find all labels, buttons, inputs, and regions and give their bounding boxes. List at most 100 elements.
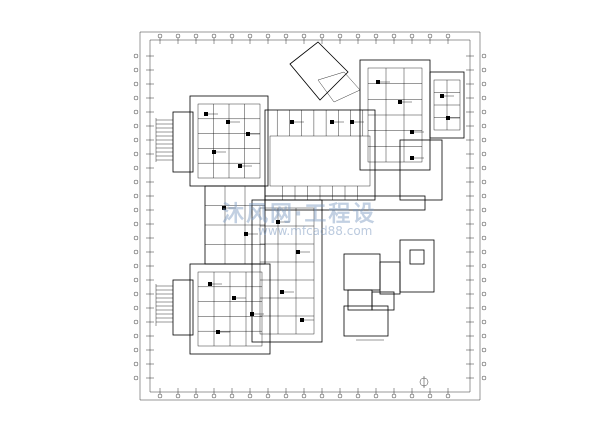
axis-bubble — [133, 165, 139, 171]
axis-bubble — [133, 277, 139, 283]
axis-bubble — [337, 393, 343, 399]
axis-bubble — [481, 109, 487, 115]
axis-bubble — [481, 81, 487, 87]
axis-bubble — [133, 207, 139, 213]
axis-bubble — [373, 393, 379, 399]
axis-bubble — [265, 33, 271, 39]
axis-bubble — [133, 291, 139, 297]
equipment-symbol — [244, 232, 248, 236]
axis-bubble — [133, 249, 139, 255]
equipment-symbol — [410, 130, 414, 134]
axis-bubble — [481, 263, 487, 269]
axis-bubble — [133, 151, 139, 157]
axis-bubble — [247, 33, 253, 39]
equipment-symbol — [276, 220, 280, 224]
north-arrow-icon — [419, 376, 429, 388]
axis-bubble — [133, 235, 139, 241]
equipment-symbol — [350, 120, 354, 124]
axis-bubble — [301, 393, 307, 399]
equipment-symbol — [212, 150, 216, 154]
axis-bubble — [133, 109, 139, 115]
axis-bubble — [319, 33, 325, 39]
axis-bubble — [481, 361, 487, 367]
axis-bubble — [481, 123, 487, 129]
stair-upper — [155, 118, 173, 162]
axis-bubble — [175, 393, 181, 399]
axis-bubble — [481, 249, 487, 255]
axis-bubble — [409, 393, 415, 399]
axis-bubble — [481, 319, 487, 325]
axis-bubble — [481, 137, 487, 143]
axis-bubble — [133, 81, 139, 87]
axis-tick-marks — [133, 33, 487, 399]
axis-bubble — [193, 393, 199, 399]
axis-bubble — [427, 393, 433, 399]
axis-bubble — [283, 393, 289, 399]
axis-bubble — [133, 123, 139, 129]
axis-bubble — [211, 33, 217, 39]
axis-bubble — [481, 165, 487, 171]
axis-bubble — [133, 375, 139, 381]
axis-bubble — [133, 347, 139, 353]
axis-bubble — [133, 333, 139, 339]
axis-bubble — [133, 193, 139, 199]
axis-bubble — [481, 179, 487, 185]
axis-bubble — [133, 95, 139, 101]
axis-bubble — [133, 361, 139, 367]
equipment-symbol — [204, 112, 208, 116]
axis-bubble — [157, 33, 163, 39]
equipment-symbol — [222, 206, 226, 210]
axis-bubble — [481, 277, 487, 283]
equipment-symbol — [330, 120, 334, 124]
equipment-symbol — [398, 100, 402, 104]
axis-bubble — [409, 33, 415, 39]
equipment-symbol — [246, 132, 250, 136]
equipment-symbol — [410, 156, 414, 160]
key-plan — [343, 239, 435, 341]
axis-bubble — [283, 33, 289, 39]
axis-bubble — [481, 151, 487, 157]
axis-bubble — [211, 393, 217, 399]
axis-bubble — [133, 305, 139, 311]
equipment-symbol — [208, 282, 212, 286]
axis-bubble — [337, 33, 343, 39]
axis-bubble — [481, 235, 487, 241]
axis-bubble — [133, 137, 139, 143]
axis-bubble — [133, 53, 139, 59]
watermark-main-text: 沐风网·工程设 — [222, 202, 377, 227]
stair-lower — [155, 284, 173, 326]
equipment-symbol — [296, 250, 300, 254]
axis-bubble — [133, 221, 139, 227]
axis-bubble — [265, 393, 271, 399]
equipment-symbol — [290, 120, 294, 124]
axis-bubble — [481, 333, 487, 339]
entry-wedge — [289, 41, 361, 103]
axis-bubble — [481, 347, 487, 353]
equipment-symbol — [280, 290, 284, 294]
equipment-symbol — [446, 116, 450, 120]
axis-bubble — [391, 33, 397, 39]
axis-bubble — [481, 95, 487, 101]
axis-bubble — [481, 53, 487, 59]
axis-bubble — [445, 33, 451, 39]
axis-bubble — [355, 393, 361, 399]
left-wing-upper — [155, 95, 269, 187]
axis-bubble — [133, 263, 139, 269]
axis-bubble — [355, 33, 361, 39]
axis-bubble — [481, 291, 487, 297]
axis-bubble — [301, 33, 307, 39]
axis-bubble — [133, 67, 139, 73]
equipment-symbol — [440, 94, 444, 98]
axis-bubble — [247, 393, 253, 399]
equipment-symbol — [250, 312, 254, 316]
axis-bubble — [229, 393, 235, 399]
axis-bubble — [157, 393, 163, 399]
axis-bubble — [445, 393, 451, 399]
equipment-symbol — [376, 80, 380, 84]
axis-bubble — [193, 33, 199, 39]
axis-bubble — [481, 221, 487, 227]
watermark-url-text: www.mfcad88.com — [258, 224, 373, 238]
equipment-symbol — [226, 120, 230, 124]
